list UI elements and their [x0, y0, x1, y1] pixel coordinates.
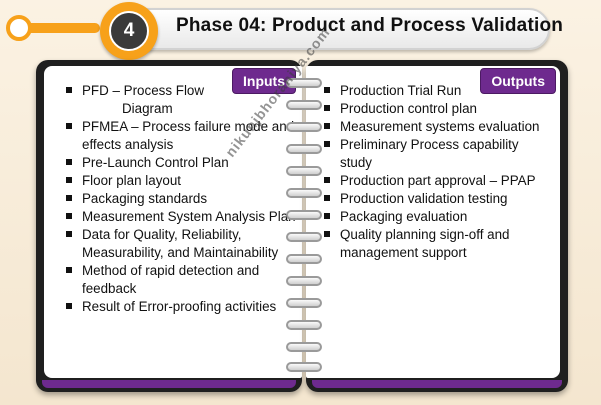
list-item: Production validation testing	[322, 190, 552, 208]
binding-ring-icon	[286, 320, 322, 330]
binding-ring-icon	[286, 122, 322, 132]
inputs-list: PFD – Process Flow Diagram PFMEA – Proce…	[64, 82, 298, 316]
list-item: Result of Error-proofing activities	[64, 298, 298, 316]
binding-ring-icon	[286, 144, 322, 154]
outputs-tab-label: Outputs	[480, 68, 556, 94]
binding-ring-icon	[286, 232, 322, 242]
header-connector-line	[20, 23, 100, 33]
outputs-page: Production Trial Run Production control …	[306, 66, 560, 378]
list-item: Pre-Launch Control Plan	[64, 154, 298, 172]
outputs-list: Production Trial Run Production control …	[322, 82, 552, 262]
title-bar	[118, 8, 550, 50]
header-connector-dot	[6, 15, 32, 41]
list-item: Packaging evaluation	[322, 208, 552, 226]
outputs-panel: Production Trial Run Production control …	[306, 60, 568, 392]
list-item: Measurement systems evaluation	[322, 118, 552, 136]
list-item: Preliminary Process capability study	[322, 136, 552, 172]
list-item: Packaging standards	[64, 190, 298, 208]
inputs-panel: PFD – Process Flow Diagram PFMEA – Proce…	[36, 60, 302, 392]
spiral-binding	[286, 70, 326, 380]
list-item: Production Trial Run	[322, 82, 552, 100]
phase-number-badge: 4	[109, 11, 149, 51]
list-item: Measurement System Analysis Plan	[64, 208, 298, 226]
page-title: Phase 04: Product and Process Validation	[176, 15, 564, 36]
binding-ring-icon	[286, 342, 322, 352]
list-item-text: PFD – Process Flow	[82, 83, 205, 98]
list-item: Production control plan	[322, 100, 552, 118]
inputs-tab-label: Inputs	[232, 68, 296, 94]
list-item: PFD – Process Flow Diagram	[64, 82, 298, 118]
binding-ring-icon	[286, 166, 322, 176]
binding-ring-icon	[286, 188, 322, 198]
list-item: Production part approval – PPAP	[322, 172, 552, 190]
binding-ring-icon	[286, 276, 322, 286]
list-item: Data for Quality, Reliability, Measurabi…	[64, 226, 298, 262]
inputs-panel-bottom-strip	[42, 380, 296, 388]
binding-ring-icon	[286, 100, 322, 110]
binding-ring-icon	[286, 78, 322, 88]
binding-ring-icon	[286, 254, 322, 264]
binding-ring-icon	[286, 298, 322, 308]
list-item: Method of rapid detection and feedback	[64, 262, 298, 298]
binding-ring-icon	[286, 362, 322, 372]
outputs-panel-bottom-strip	[312, 380, 562, 388]
list-item: Floor plan layout	[64, 172, 298, 190]
inputs-page: PFD – Process Flow Diagram PFMEA – Proce…	[44, 66, 302, 378]
list-item: PFMEA – Process failure mode and effects…	[64, 118, 298, 154]
binding-ring-icon	[286, 210, 322, 220]
list-item: Quality planning sign-off and management…	[322, 226, 552, 262]
list-item-text-continued: Diagram	[122, 101, 173, 116]
